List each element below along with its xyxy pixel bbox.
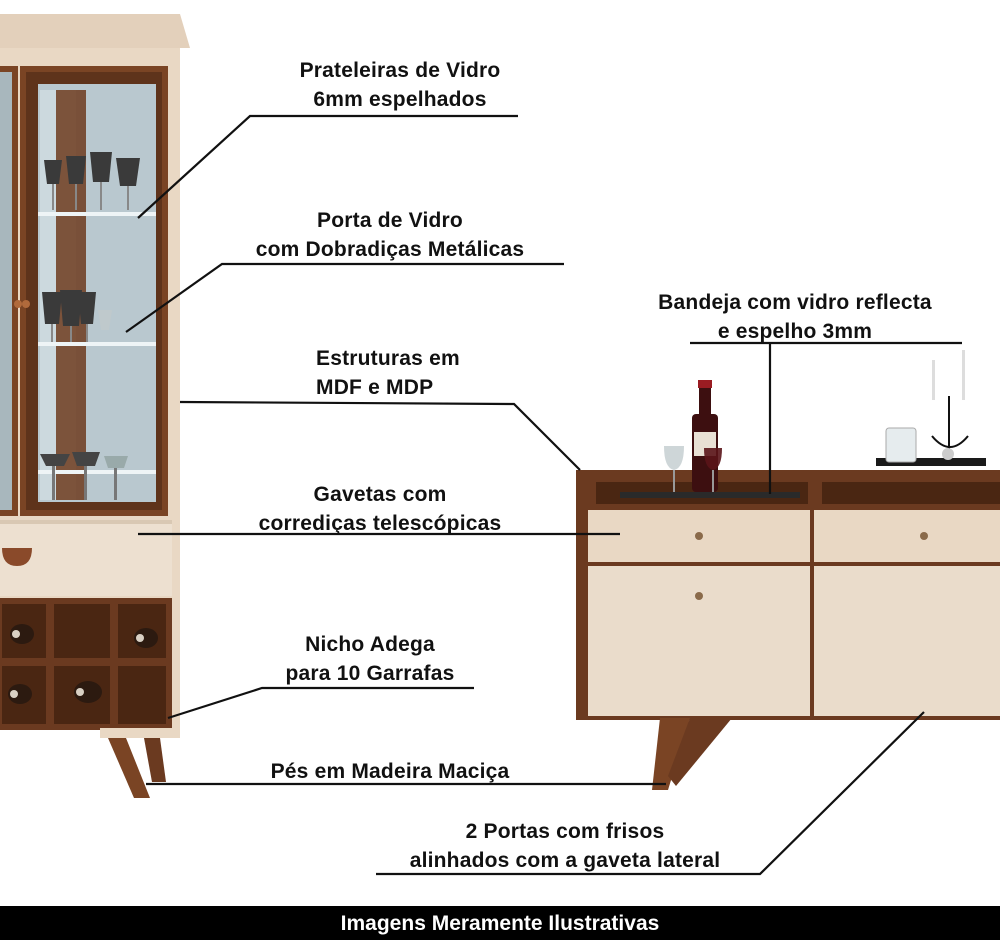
callout-drawers-line2: corrediças telescópicas [258,512,502,535]
callout-structure-line1: Estruturas em [316,347,460,370]
callout-feet-line1: Pés em Madeira Maciça [270,760,510,783]
callout-glass-door: Porta de Vidro com Dobradiças Metálicas [230,206,550,264]
callout-feet: Pés em Madeira Maciça [230,757,550,786]
callout-doors-line1: 2 Portas com frisos [465,820,665,843]
leader-glass-door [125,262,564,333]
leader-tray [690,341,962,494]
cristaleira-cabinet [0,14,190,798]
callout-tray-line2: e espelho 3mm [717,320,873,343]
callout-shelves-line2: 6mm espelhados [313,88,487,111]
leader-wine-niche [167,686,474,720]
leader-shelves [137,114,518,219]
callout-tray: Bandeja com vidro reflecta e espelho 3mm [630,288,960,346]
callout-structure-line2: MDF e MDP [316,376,434,399]
callout-wine-niche: Nicho Adega para 10 Garrafas [250,630,490,688]
callout-doors: 2 Portas com frisos alinhados com a gave… [370,817,760,875]
buffet-sideboard [576,350,1000,790]
callout-doors-line2: alinhados com a gaveta lateral [409,849,721,872]
callout-shelves: Prateleiras de Vidro 6mm espelhados [260,56,540,114]
callout-structure: Estruturas em MDF e MDP [300,344,500,402]
callout-drawers: Gavetas com corrediças telescópicas [220,480,540,538]
callout-glass-door-line2: com Dobradiças Metálicas [255,238,525,261]
leader-lines [125,114,962,876]
leader-doors [376,711,925,876]
footer-disclaimer: Imagens Meramente Ilustrativas [0,906,1000,940]
callout-wine-niche-line2: para 10 Garrafas [285,662,455,685]
callout-shelves-line1: Prateleiras de Vidro [299,59,501,82]
callout-tray-line1: Bandeja com vidro reflecta [658,291,932,314]
callout-wine-niche-line1: Nicho Adega [305,633,435,656]
callout-glass-door-line1: Porta de Vidro [317,209,463,232]
leader-structure [179,400,581,471]
callout-drawers-line1: Gavetas com [313,483,447,506]
